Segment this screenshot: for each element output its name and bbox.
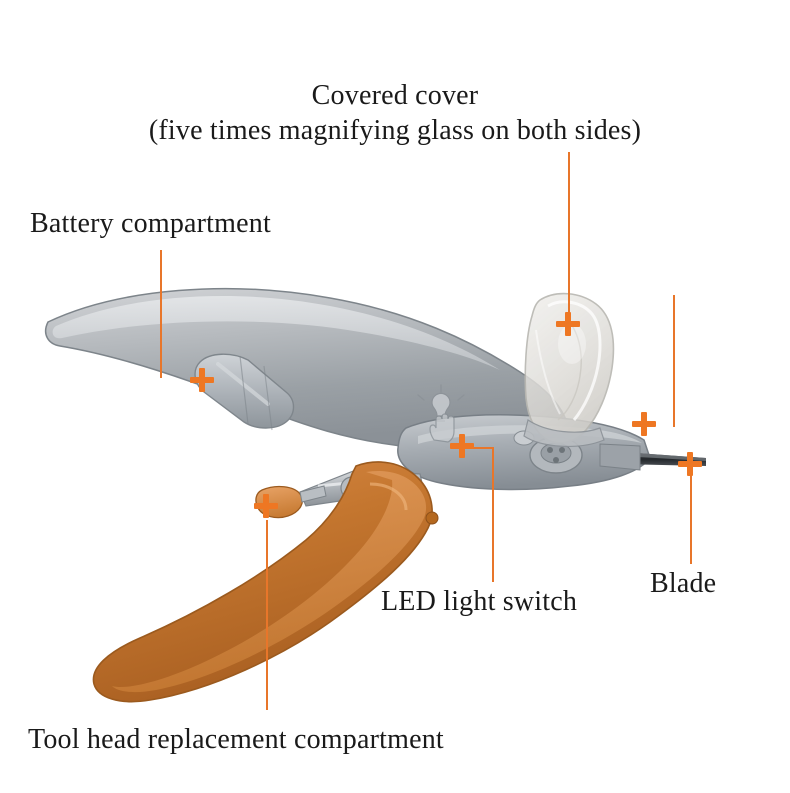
marker-covered-cover[interactable] bbox=[556, 312, 580, 336]
label-covered-cover-line1: Covered cover bbox=[311, 80, 479, 111]
label-battery-compartment: Battery compartment bbox=[30, 206, 271, 241]
leader-blade-lower bbox=[690, 468, 692, 564]
leader-blade bbox=[673, 295, 675, 427]
marker-tool-head[interactable] bbox=[254, 494, 278, 518]
leader-battery-compartment bbox=[160, 250, 162, 378]
label-covered-cover: Covered cover (five times magnifying gla… bbox=[110, 78, 680, 148]
leader-tool-head bbox=[266, 520, 268, 710]
leader-led-light-switch-stub bbox=[470, 447, 494, 449]
marker-battery-compartment[interactable] bbox=[190, 368, 214, 392]
label-blade-line1: Blade bbox=[650, 568, 717, 599]
label-tool-head-replacement-compartment: Tool head replacement compartment bbox=[28, 722, 444, 757]
label-led-light-switch-line1: LED light switch bbox=[381, 586, 578, 617]
leader-led-light-switch bbox=[492, 448, 494, 582]
marker-blade-upper[interactable] bbox=[632, 412, 656, 436]
marker-led-light-switch[interactable] bbox=[450, 434, 474, 458]
leader-covered-cover bbox=[568, 152, 570, 324]
label-led-light-switch: LED light switch bbox=[381, 584, 577, 619]
label-blade: Blade bbox=[650, 566, 716, 601]
label-covered-cover-line2: (five times magnifying glass on both sid… bbox=[148, 115, 642, 146]
marker-blade-lower[interactable] bbox=[678, 452, 702, 476]
label-tool-head-line1: Tool head replacement compartment bbox=[28, 724, 444, 755]
label-battery-compartment-line1: Battery compartment bbox=[30, 208, 271, 239]
